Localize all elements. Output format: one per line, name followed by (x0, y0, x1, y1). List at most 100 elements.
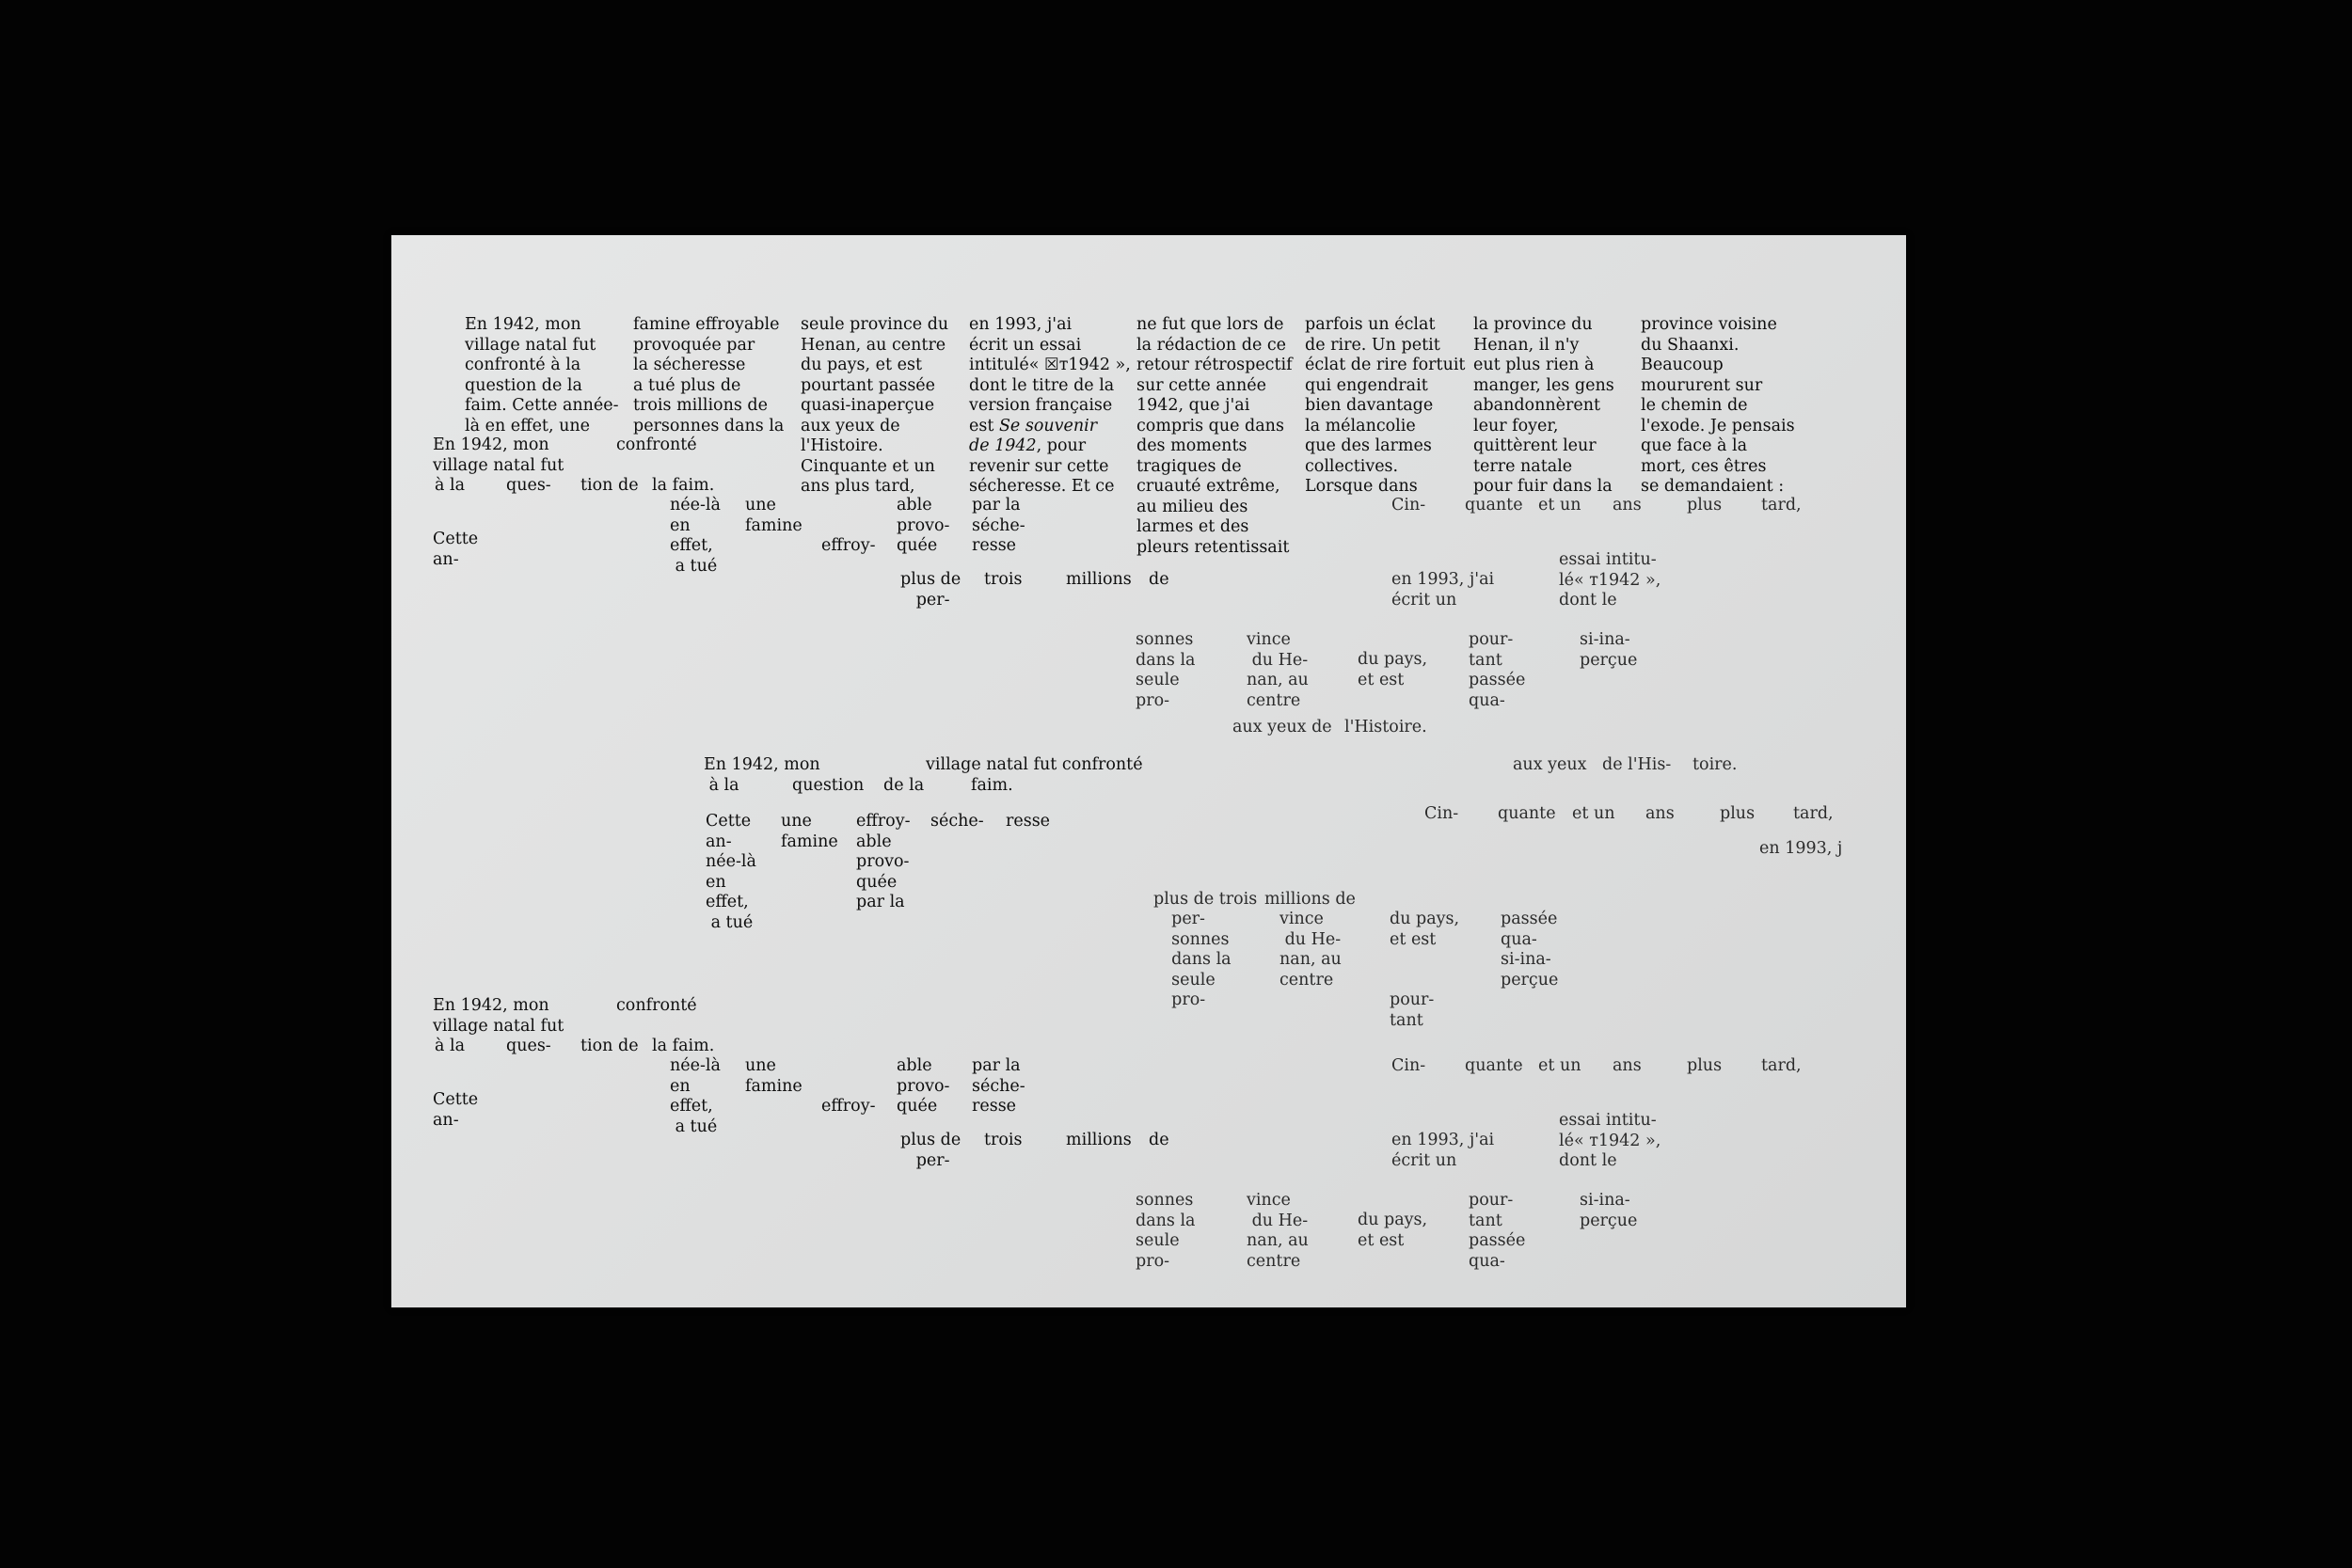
frag-b-tard: tard, (1761, 496, 1802, 515)
frag-a-trois: trois (984, 570, 1023, 589)
frag-c-question: question (792, 776, 865, 795)
frag-b2-vince: vince du He- nan, au centre (1247, 1191, 1309, 1271)
frag-c-vince: vince du He- nan, au centre (1279, 910, 1342, 990)
frag-a-millions: millions (1066, 570, 1132, 589)
text-column-4-essay: en 1993, j'ai écrit un essai intitulé« ☒… (969, 315, 1131, 498)
text-column-2: famine effroyable provoquée par la séche… (633, 315, 785, 436)
text-column-5: ne fut que lors de la rédaction de ce re… (1136, 315, 1293, 557)
frag-a2-a-la: à la (435, 1037, 466, 1055)
frag-a2-de: de (1149, 1131, 1169, 1149)
frag-b-cin: Cin- (1391, 496, 1426, 515)
frag-a2-able: able provo- quée (897, 1056, 950, 1116)
frag-b2-plus: plus (1687, 1056, 1723, 1075)
frag-b-en1993: en 1993, j'ai écrit un (1391, 570, 1495, 610)
frag-c-resse: resse (1006, 812, 1051, 831)
frag-b2-cin: Cin- (1391, 1056, 1426, 1075)
frag-c-une: une famine (781, 812, 838, 851)
frag-a-plusde: plus de per- (900, 570, 961, 610)
frag-c-auxyeux: aux yeux (1513, 755, 1587, 774)
frag-c-dela: de la (883, 776, 925, 795)
frag-b-pourtant: pour- tant passée qua- (1469, 630, 1526, 710)
frag-c-seche: séche- (930, 812, 984, 831)
frag-a2-millions: millions (1066, 1131, 1132, 1149)
frag-a2-tion-de: tion de (580, 1037, 639, 1055)
frag-b2-en1993: en 1993, j'ai écrit un (1391, 1131, 1495, 1170)
frag-c-tard: tard, (1793, 804, 1834, 823)
frag-b2-ans: ans (1613, 1056, 1642, 1075)
frag-a2-parla: par la séche- resse (972, 1056, 1025, 1116)
frag-b-quante: quante (1465, 496, 1523, 515)
frag-c-plusdetrois: plus de trois (1153, 890, 1258, 909)
frag-a2-plusde: plus de per- (900, 1131, 961, 1170)
frag-c-millionsde: millions de (1264, 890, 1356, 909)
frag-b2-pourtant: pour- tant passée qua- (1469, 1191, 1526, 1271)
frag-b2-dupays: du pays, et est (1358, 1211, 1428, 1250)
frag-c-etun: et un (1572, 804, 1615, 823)
frag-a-confronte: confronté (616, 436, 697, 454)
frag-b2-siina: si-ina- perçue (1580, 1191, 1638, 1230)
frag-c-effroy: effroy- able provo- quée par la (856, 812, 911, 911)
frag-b-siina: si-ina- perçue (1580, 630, 1638, 670)
essay-intro: en 1993, j'ai écrit un essai intitulé« (969, 315, 1082, 374)
text-column-1: En 1942, mon village natal fut confronté… (465, 315, 619, 436)
frag-c-quante: quante (1498, 804, 1556, 823)
frag-c-village: village natal fut confronté (926, 755, 1143, 774)
frag-a2-ques: ques- (506, 1037, 551, 1055)
paper-sheet: En 1942, mon village natal fut confronté… (391, 235, 1906, 1307)
frag-c-delhis: de l'His- (1602, 755, 1672, 774)
frag-a2-une: une famine (745, 1056, 803, 1096)
frag-c-dupays: du pays, et est pour- tant (1390, 910, 1460, 1030)
frag-c-personnes: per- sonnes dans la seule pro- (1171, 910, 1232, 1009)
frag-a2-cette: Cette an- (433, 1090, 479, 1130)
frag-c-ans: ans (1645, 804, 1675, 823)
frag-a2-trois: trois (984, 1131, 1023, 1149)
frag-a-effroy: effroy- (821, 536, 876, 555)
frag-b-vince: vince du He- nan, au centre (1247, 630, 1309, 710)
frag-a-able: able provo- quée (897, 496, 950, 555)
frag-b2-essai: essai intitu- lé« т1942 », dont le (1559, 1111, 1661, 1170)
frag-c-cin: Cin- (1424, 804, 1459, 823)
text-column-3: seule province du Henan, au centre du pa… (801, 315, 949, 496)
frag-c-en1993: en 1993, j (1759, 839, 1843, 858)
text-column-7: la province du Henan, il n'y eut plus ri… (1473, 315, 1614, 496)
frag-a-parla: par la séche- resse (972, 496, 1025, 555)
text-column-6: parfois un éclat de rire. Un petit éclat… (1305, 315, 1466, 496)
frag-a-tion-de: tion de (580, 476, 639, 495)
frag-c-passee: passée qua- si-ina- perçue (1501, 910, 1559, 990)
frag-c-plus: plus (1720, 804, 1756, 823)
frag-b-essai: essai intitu- lé« т1942 », dont le (1559, 550, 1661, 610)
frag-b2-quante: quante (1465, 1056, 1523, 1075)
frag-b-auxyeux: aux yeux de (1232, 718, 1332, 736)
frag-a2-neela: née-là en effet, a tué (670, 1056, 721, 1136)
frag-a-a-la: à la (435, 476, 466, 495)
frag-b-dupays: du pays, et est (1358, 650, 1428, 689)
frag-a-ques: ques- (506, 476, 551, 495)
frag-a-de: de (1149, 570, 1169, 589)
frag-c-faim: faim. (971, 776, 1013, 795)
frag-b-sonnes: sonnes dans la seule pro- (1136, 630, 1196, 710)
frag-b-plus: plus (1687, 496, 1723, 515)
frag-c-cette: Cette an- née-là en effet, a tué (706, 812, 756, 932)
frag-a2-confronte: confronté (616, 996, 697, 1015)
frag-b-ans: ans (1613, 496, 1642, 515)
frag-a-la-faim: la faim. (652, 476, 715, 495)
missing-glyph-icon: ☒ (1044, 356, 1059, 374)
frag-c-toire: toire. (1692, 755, 1738, 774)
frag-c-en1942: En 1942, mon à la (704, 755, 820, 795)
frag-b2-sonnes: sonnes dans la seule pro- (1136, 1191, 1196, 1271)
frag-b2-etun: et un (1538, 1056, 1581, 1075)
frag-b-histoire: l'Histoire. (1344, 718, 1427, 736)
essay-mid: т1942 », dont le titre de la version fra… (969, 356, 1131, 436)
frag-a2-effroy: effroy- (821, 1097, 876, 1116)
essay-end: , pour revenir sur cette sécheresse. Et … (969, 436, 1115, 496)
frag-a-neela: née-là en effet, a tué (670, 496, 721, 576)
frag-b2-tard: tard, (1761, 1056, 1802, 1075)
frag-a2-en1942: En 1942, mon village natal fut (433, 996, 564, 1036)
frag-a-une: une famine (745, 496, 803, 535)
frag-a-cette: Cette an- (433, 530, 479, 569)
frag-a-en1942: En 1942, mon village natal fut (433, 436, 564, 475)
frag-b-etun: et un (1538, 496, 1581, 515)
frag-a2-la-faim: la faim. (652, 1037, 715, 1055)
essay-title: Se souvenir de 1942 (969, 416, 1098, 456)
text-column-8: province voisine du Shaanxi. Beaucoup mo… (1641, 315, 1795, 496)
